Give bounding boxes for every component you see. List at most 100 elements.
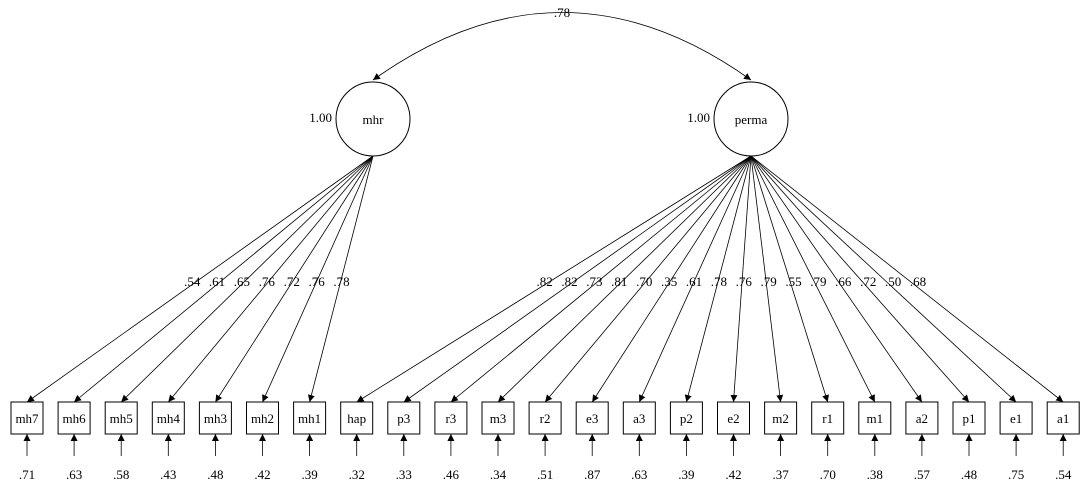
error-variance-hap: .32 (349, 467, 365, 482)
loading-label-r2: .70 (636, 274, 652, 289)
indicator-label-a3: a3 (633, 411, 645, 426)
error-variance-r3: .46 (443, 467, 460, 482)
loading-path-hap (356, 155, 752, 403)
error-variance-p1: .48 (961, 467, 977, 482)
loading-path-mh7 (26, 155, 374, 403)
loading-label-p3: .82 (561, 274, 577, 289)
error-variance-mh7: .71 (19, 467, 35, 482)
loading-path-mh6 (73, 155, 374, 403)
loading-path-m1 (750, 155, 876, 403)
indicator-box-p2 (669, 401, 703, 435)
loading-label-mh3: .72 (284, 274, 300, 289)
indicator-label-a1: a1 (1057, 411, 1069, 426)
error-variance-e2: .42 (725, 467, 741, 482)
loading-path-mh3 (215, 155, 374, 403)
indicator-label-mh5: mh5 (110, 411, 133, 426)
loading-path-r1 (750, 155, 829, 403)
indicator-label-r1: r1 (822, 411, 833, 426)
loading-path-mh4 (167, 155, 374, 403)
indicator-label-mh2: mh2 (251, 411, 274, 426)
error-variance-mh6: .63 (66, 467, 82, 482)
indicator-label-m1: m1 (866, 411, 883, 426)
covariance-arc (372, 12, 752, 81)
loading-label-mh6: .61 (209, 274, 225, 289)
error-variance-mh2: .42 (254, 467, 270, 482)
loading-path-e2 (730, 155, 752, 403)
error-variance-mh3: .48 (207, 467, 223, 482)
indicator-label-a2: a2 (916, 411, 928, 426)
indicator-label-m3: m3 (490, 411, 507, 426)
loading-path-a3 (638, 155, 752, 403)
indicator-label-m2: m2 (772, 411, 789, 426)
indicator-label-mh7: mh7 (15, 411, 39, 426)
loading-label-a2: .66 (835, 274, 852, 289)
error-variance-m2: .37 (772, 467, 789, 482)
latent-mhr-label: mhr (363, 112, 385, 127)
loading-label-mh2: .76 (308, 274, 325, 289)
loading-label-mh7: .54 (184, 274, 201, 289)
loading-label-e3: .35 (661, 274, 677, 289)
error-variance-a3: .63 (631, 467, 647, 482)
latent-perma-variance: 1.00 (687, 110, 710, 125)
indicator-label-p1: p1 (963, 411, 976, 426)
error-variance-p3: .33 (396, 467, 412, 482)
indicator-box-m1 (858, 401, 892, 435)
indicator-box-mh2 (246, 401, 279, 435)
indicator-label-mh4: mh4 (157, 411, 181, 426)
loading-path-a2 (750, 155, 923, 403)
loading-label-m2: .79 (760, 274, 776, 289)
latent-perma-label: perma (735, 112, 768, 127)
loading-label-a3: .61 (686, 274, 702, 289)
error-variance-m3: .34 (490, 467, 507, 482)
error-variance-r1: .70 (820, 467, 836, 482)
indicator-box-mh1 (293, 401, 327, 435)
indicator-box-hap (340, 401, 374, 435)
loading-label-m1: .79 (810, 274, 826, 289)
indicator-label-r2: r2 (540, 411, 551, 426)
error-variance-e3: .87 (584, 467, 601, 482)
indicator-box-e1 (999, 401, 1033, 435)
indicator-box-a1 (1046, 401, 1080, 435)
error-variance-a2: .57 (914, 467, 931, 482)
indicator-box-r1 (811, 401, 845, 435)
indicator-label-mh3: mh3 (204, 411, 227, 426)
indicator-box-mh5 (104, 401, 138, 435)
covariance-label: .78 (554, 5, 570, 20)
indicator-label-e3: e3 (586, 411, 598, 426)
indicator-label-e1: e1 (1010, 411, 1022, 426)
indicator-label-p2: p2 (680, 411, 693, 426)
loading-path-r3 (450, 155, 752, 403)
loading-label-mh1: .78 (333, 274, 349, 289)
error-variance-p2: .39 (678, 467, 694, 482)
loading-label-e2: .76 (736, 274, 753, 289)
indicator-box-p3 (387, 401, 421, 435)
error-variance-mh5: .58 (113, 467, 129, 482)
error-variance-a1: .54 (1055, 467, 1072, 482)
error-variance-r2: .51 (537, 467, 553, 482)
indicator-box-r2 (528, 401, 562, 435)
loading-path-r2 (544, 155, 752, 403)
loading-label-r3: .73 (586, 274, 602, 289)
error-variance-e1: .75 (1008, 467, 1024, 482)
indicator-box-e2 (717, 401, 750, 435)
indicator-box-m2 (764, 401, 798, 435)
loading-path-p2 (684, 155, 752, 403)
error-variance-mh4: .43 (160, 467, 176, 482)
loading-path-mh1 (307, 155, 374, 403)
loading-label-a1: .68 (910, 274, 926, 289)
indicator-label-p3: p3 (397, 411, 410, 426)
loading-path-e1 (750, 155, 1017, 403)
loading-label-p1: .72 (860, 274, 876, 289)
loading-path-mh2 (262, 155, 374, 403)
indicator-label-mh6: mh6 (63, 411, 87, 426)
indicator-label-hap: hap (347, 411, 366, 426)
loading-path-p3 (403, 155, 752, 403)
indicator-box-e3 (575, 401, 609, 435)
loading-path-e3 (591, 155, 752, 403)
indicator-layer: .54mh7.71.61mh6.63.65mh5.58.76mh4.43.72m… (10, 155, 1080, 482)
loading-label-e1: .50 (885, 274, 901, 289)
latent-mhr-variance: 1.00 (309, 110, 332, 125)
loading-path-m3 (497, 155, 752, 403)
loading-label-r1: .55 (785, 274, 801, 289)
